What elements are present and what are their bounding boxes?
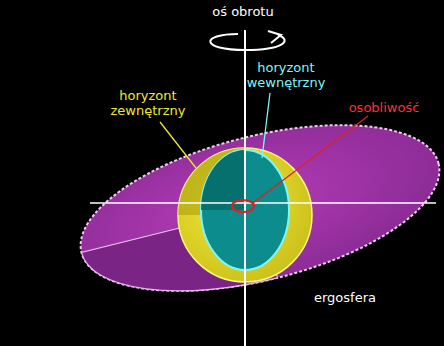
singularity-ring bbox=[232, 200, 254, 212]
singularity-label: osobliwość bbox=[329, 100, 439, 115]
ergosphere-label: ergosfera bbox=[295, 290, 395, 305]
outer-horizon-label: horyzont zewnętrzny bbox=[102, 88, 194, 118]
inner-horizon-label: horyzont wewnętrzny bbox=[240, 60, 332, 90]
ergosphere-shape bbox=[64, 94, 444, 323]
leader-line bbox=[262, 93, 270, 158]
equator-line bbox=[90, 202, 436, 203]
leader-line bbox=[253, 116, 368, 203]
rotation-axis bbox=[244, 30, 246, 346]
axis-label: oś obrotu bbox=[188, 4, 298, 19]
rotation-arrowhead bbox=[268, 31, 281, 43]
leader-line bbox=[160, 122, 196, 168]
